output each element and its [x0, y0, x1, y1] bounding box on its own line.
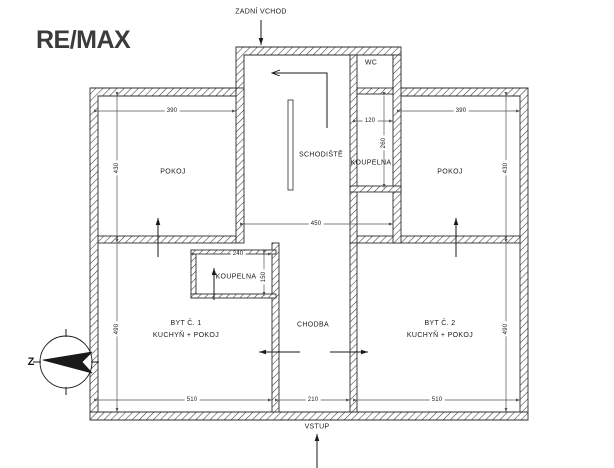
exterior-walls	[89, 46, 529, 421]
staircase-direction-arrow	[272, 73, 328, 128]
dimension-lines	[93, 91, 520, 412]
staircase-run-line	[287, 99, 294, 191]
door-arrows	[155, 218, 459, 355]
entrance-arrows	[258, 20, 320, 468]
interior-walls	[97, 54, 521, 413]
remax-logo: RE/MAX	[36, 26, 131, 54]
dimension-extension-lines	[116, 92, 507, 258]
compass-rose	[33, 329, 99, 395]
